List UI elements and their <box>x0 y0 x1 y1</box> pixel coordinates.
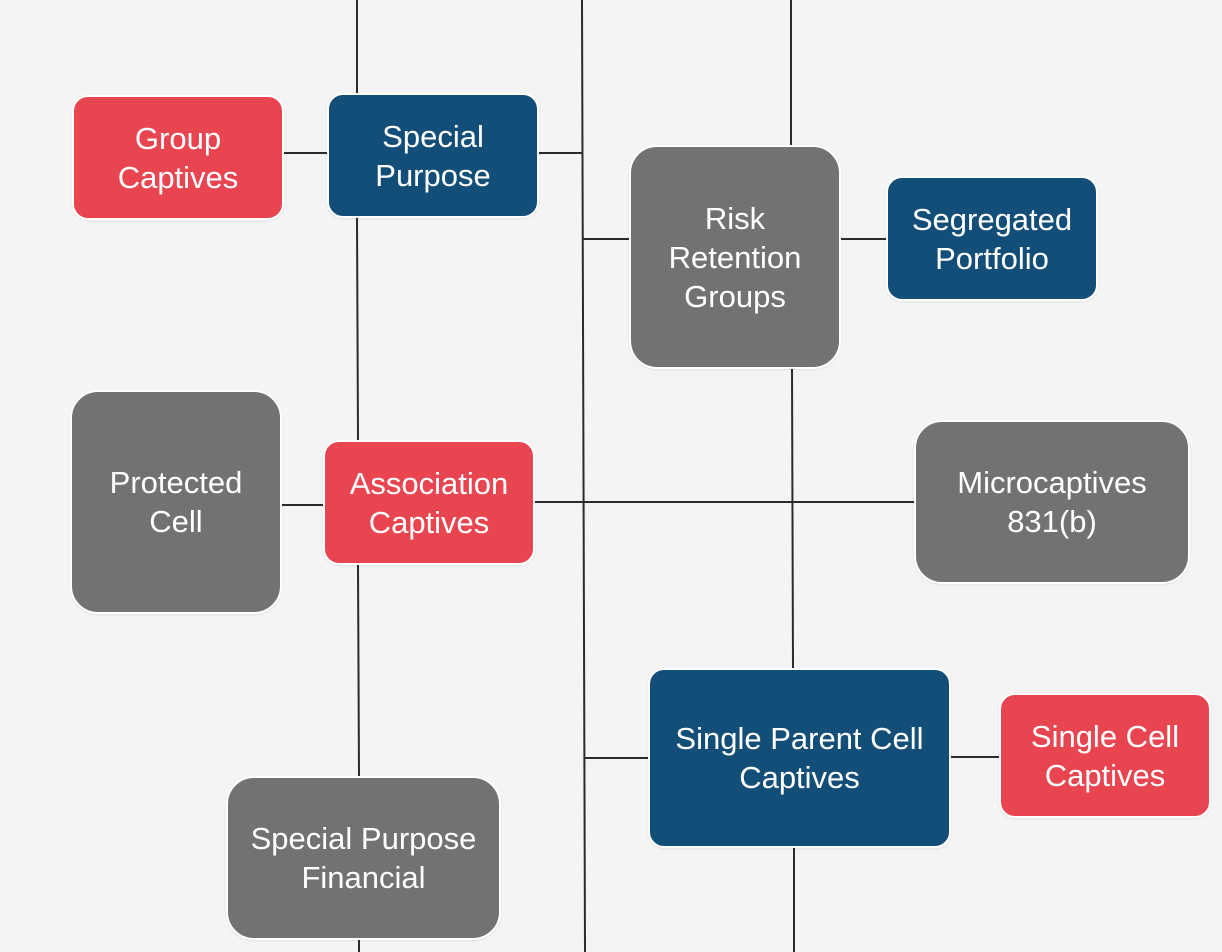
connector-association-to-special-financial <box>357 564 360 777</box>
microcaptives-831b-node[interactable]: Microcaptives 831(b) <box>914 420 1190 584</box>
risk-retention-groups-node[interactable]: Risk Retention Groups <box>629 145 841 369</box>
connector-central-spine <box>581 0 586 952</box>
connector-special-purpose-to-association <box>356 217 359 441</box>
single-cell-captives-node[interactable]: Single Cell Captives <box>999 693 1211 818</box>
group-captives-node[interactable]: Group Captives <box>72 95 284 220</box>
single-parent-cell-captives-node[interactable]: Single Parent Cell Captives <box>648 668 951 848</box>
protected-cell-node[interactable]: Protected Cell <box>70 390 282 614</box>
segregated-portfolio-node[interactable]: Segregated Portfolio <box>886 176 1098 301</box>
special-purpose-financial-node[interactable]: Special Purpose Financial <box>226 776 501 940</box>
special-purpose-node[interactable]: Special Purpose <box>327 93 539 218</box>
association-captives-node[interactable]: Association Captives <box>323 440 535 565</box>
connector-risk-retention-to-single-parent <box>791 368 794 669</box>
